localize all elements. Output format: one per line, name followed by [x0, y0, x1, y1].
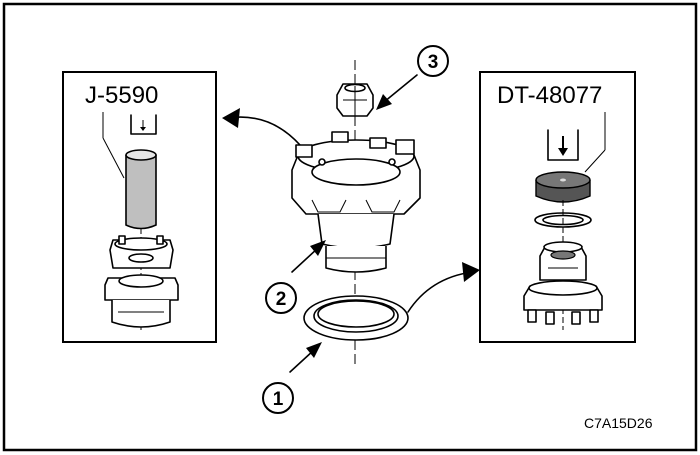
figure-code: C7A15D26	[584, 415, 653, 431]
left-hub-assembly	[104, 235, 179, 328]
installer-tool-j5590	[125, 149, 157, 230]
tool-label-j5590: J-5590	[85, 82, 158, 109]
seal-ring	[303, 295, 409, 341]
tool-label-dt48077: DT-48077	[497, 82, 602, 109]
hex-nut	[336, 83, 374, 118]
callout-2-number: 2	[276, 289, 287, 310]
hub-housing	[291, 131, 421, 273]
right-tool-panel: DT-48077	[479, 71, 636, 343]
callout-3: 3	[417, 45, 449, 77]
flow-arrow-right	[407, 271, 473, 313]
callout-1: 1	[262, 382, 294, 414]
right-hub-assembly	[523, 241, 603, 325]
press-direction-icon	[547, 129, 579, 161]
installer-tool-dt48077	[535, 171, 591, 203]
callout-3-number: 3	[428, 52, 439, 73]
callout-1-number: 1	[273, 389, 284, 410]
press-direction-icon	[130, 114, 157, 135]
callout-2: 2	[265, 282, 297, 314]
left-tool-panel: J-5590	[62, 71, 217, 343]
flow-arrow-left	[227, 116, 301, 146]
